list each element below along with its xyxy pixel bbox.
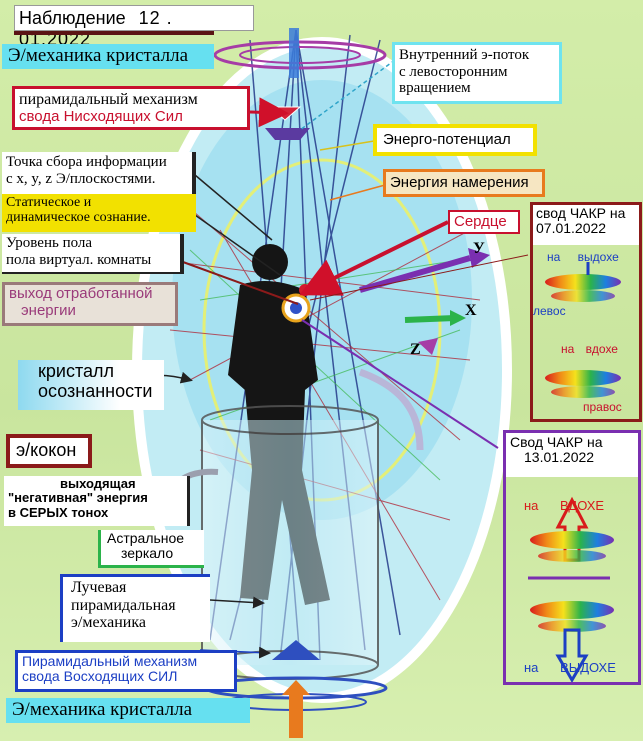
chakra-0701-left: левос [533, 304, 566, 318]
chakra-box-1301: Свод ЧАКР на 13.01.2022 на ВДОХЕ на ВЫДО… [503, 430, 641, 685]
chakra-1301-exhale: ВЫДОХЕ [560, 660, 616, 675]
chakra-1301-exhale-prefix: на [524, 660, 539, 675]
chakra-0701-title: свод ЧАКР на [536, 205, 626, 221]
crystal-mechanics-top-label: Э/механика кристалла [2, 44, 214, 69]
chakra-0701-right: правос [583, 400, 622, 414]
chakra-0701-exhale: выдохе [577, 250, 619, 264]
axis-z-label: Z [410, 341, 421, 358]
negative-energy-label: выходящая "негативная" энергия в СЕРЫХ т… [4, 476, 190, 526]
chakra-1301-inhale-prefix: на [524, 498, 539, 513]
pyramid-descending-label: пирамидальный механизм свода Нисходящих … [12, 86, 250, 130]
energy-potential-label: Энерго-потенциал [373, 124, 537, 156]
chakra-discs-0701 [545, 262, 621, 398]
intention-energy-label: Энергия намерения [383, 169, 545, 197]
axis-y-label: У [473, 240, 485, 257]
observation-label: Наблюдение [19, 8, 126, 28]
chakra-discs-1301 [528, 496, 614, 683]
heart-label: Сердце [448, 210, 520, 234]
cocoon-label: э/кокон [6, 434, 92, 468]
chakra-0701-date: 07.01.2022 [536, 220, 607, 237]
chakra-0701-exhale-prefix: на [547, 250, 561, 264]
chakra-1301-inhale: ВДОХЕ [560, 498, 605, 513]
axis-x-label: X [465, 302, 477, 319]
chakra-0701-inhale-prefix: на [561, 342, 575, 356]
title-underline [14, 31, 214, 35]
chakra-1301-date: 13.01.2022 [524, 449, 595, 466]
crystal-mechanics-bottom-label: Э/механика кристалла [6, 698, 250, 723]
observation-date-box: Наблюдение 12 . 01.2022 [14, 5, 254, 49]
chakra-0701-inhale: вдохе [585, 342, 618, 356]
chakra-box-0701: свод ЧАКР на 07.01.2022 на выдохе левос … [530, 202, 642, 422]
chakra-1301-title: Свод ЧАКР на [510, 434, 603, 450]
astral-mirror-cylinder [201, 405, 379, 680]
